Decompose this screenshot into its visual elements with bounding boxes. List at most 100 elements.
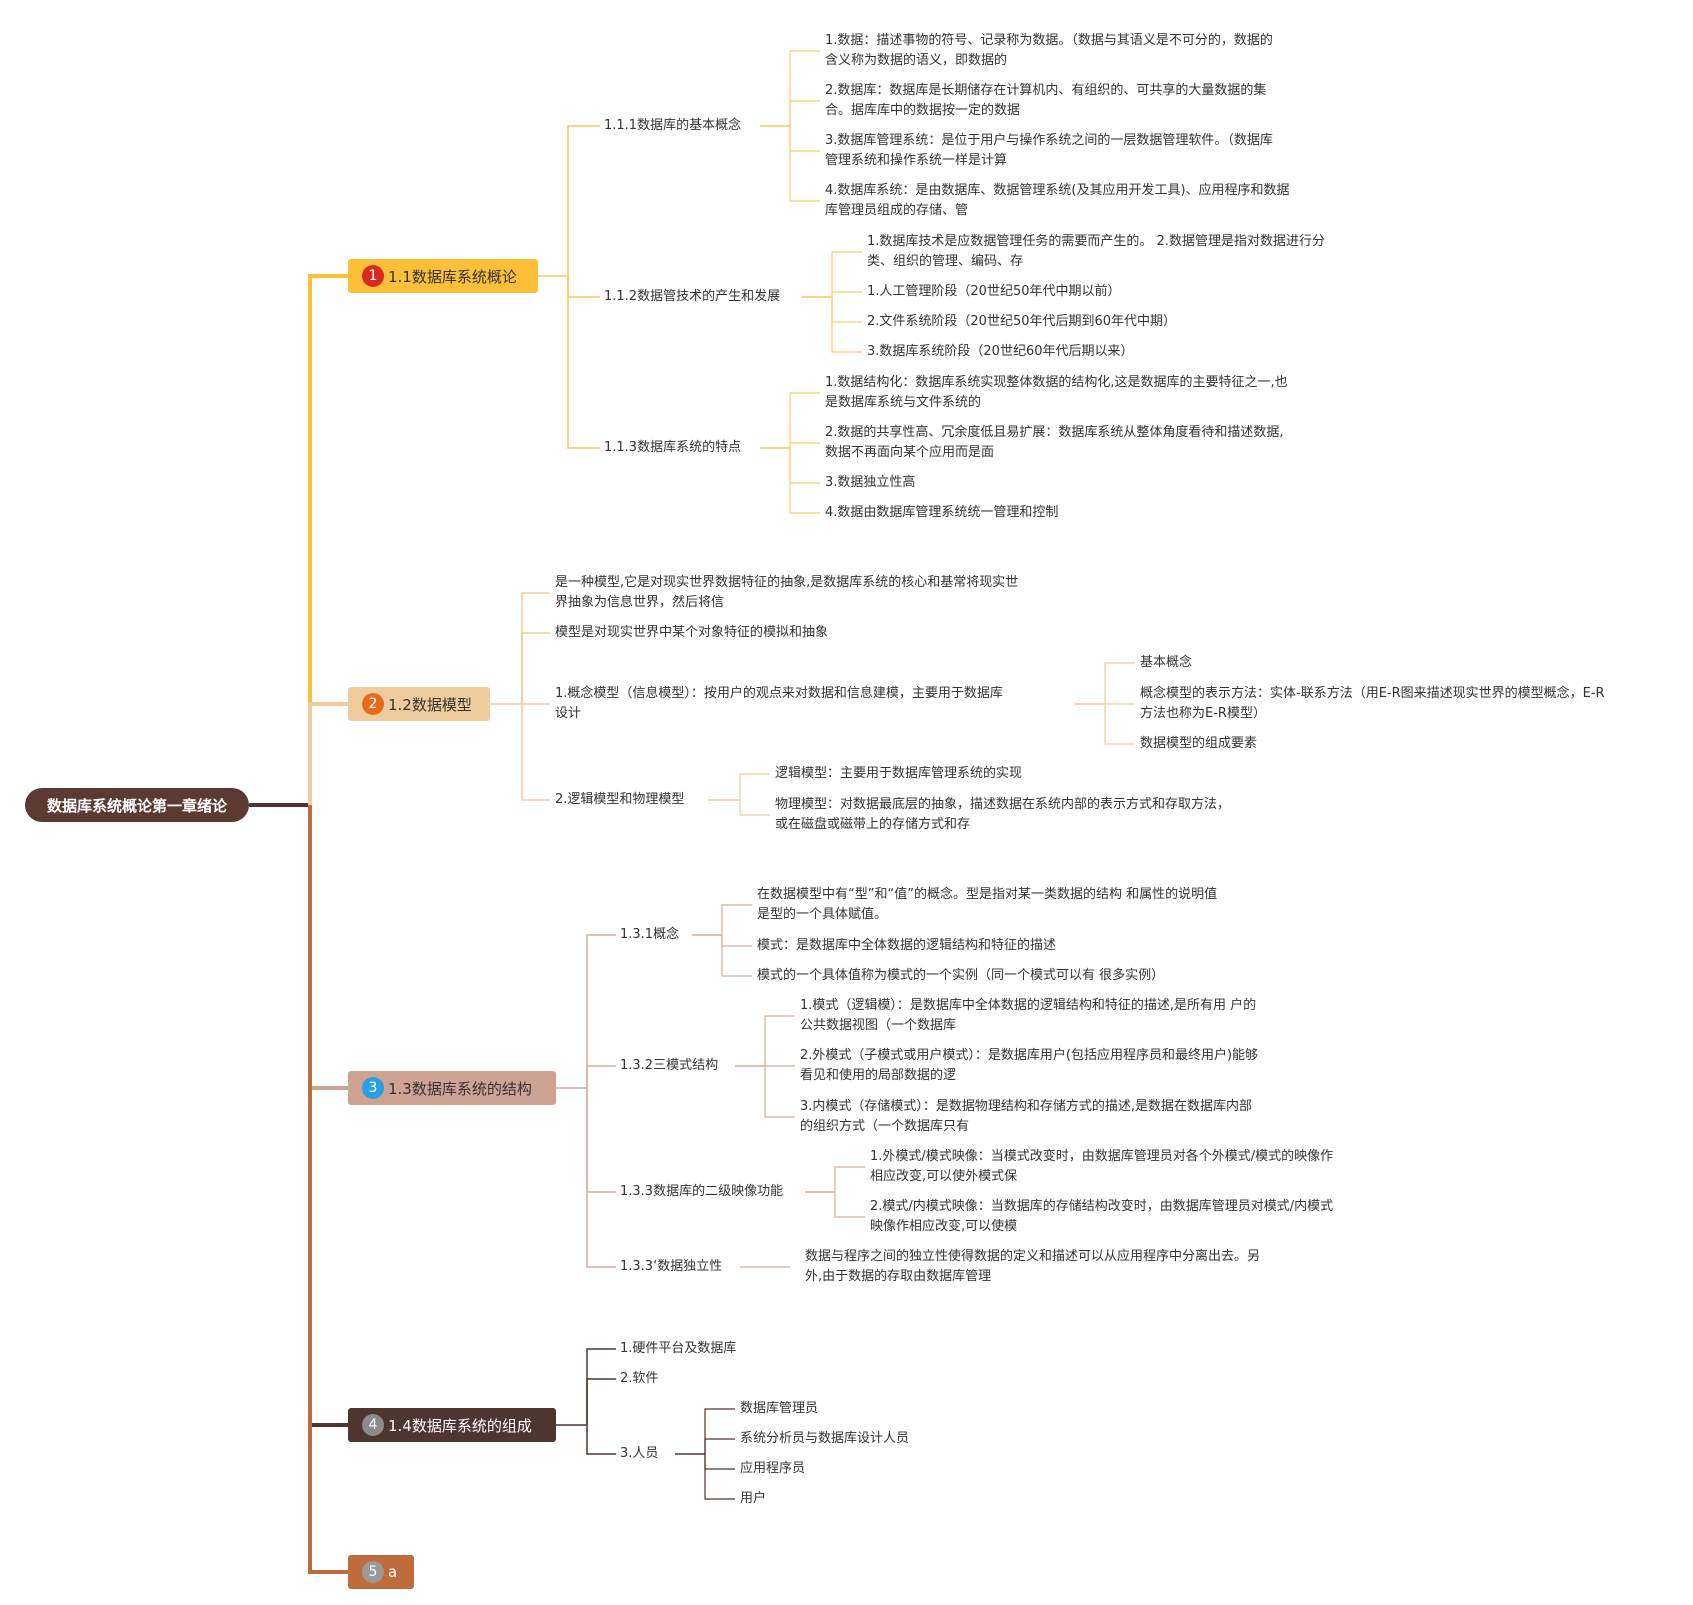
concept-item[interactable]: 4.数据库系统：是由数据库、数据管理系统(及其应用开发工具)、应用程序和数据库管…	[825, 181, 1290, 221]
three-schema-item-line: 2.外模式（子模式或用户模式）：是数据库用户(包括应用程序员和最终用户)能够	[800, 1048, 1259, 1063]
three-schema-item-line: 看见和使用的局部数据的逻	[800, 1068, 957, 1083]
concept-item-line: 4.数据库系统：是由数据库、数据管理系统(及其应用开发工具)、应用程序和数据	[825, 183, 1290, 198]
personnel-role[interactable]: 用户	[740, 1489, 766, 1509]
schema-concept-item[interactable]: 模式的一个具体值称为模式的一个实例（同一个模式可以有 很多实例）	[757, 966, 1164, 986]
personnel-role[interactable]: 应用程序员	[740, 1459, 805, 1479]
concept-item-line: 管理系统和操作系统一样是计算	[825, 153, 1008, 168]
connector	[586, 1088, 616, 1193]
conceptual-item[interactable]: 基本概念	[1140, 653, 1192, 673]
subtopic-1-3-3[interactable]: 1.3.3数据库的二级映像功能	[620, 1184, 784, 1199]
number-badge-icon: 2	[362, 693, 384, 715]
subtopic-1-1-1[interactable]: 1.1.1数据库的基本概念	[604, 118, 742, 133]
conceptual-model[interactable]: 1.概念模型（信息模型）：按用户的观点来对数据和信息建模，主要用于数据库设计	[555, 684, 1003, 724]
personnel-role[interactable]: 系统分析员与数据库设计人员	[740, 1429, 909, 1449]
connector	[764, 1015, 795, 1066]
connector	[308, 702, 348, 805]
connector	[567, 276, 600, 298]
mapping-item-line: 1.外模式/模式映像：当模式改变时，由数据库管理员对各个外模式/模式的映像作	[870, 1149, 1334, 1164]
mapping-item[interactable]: 2.模式/内模式映像：当数据库的存储结构改变时，由数据库管理员对模式/内模式映像…	[870, 1197, 1333, 1237]
schema-concept-item[interactable]: 模式：是数据库中全体数据的逻辑结构和特征的描述	[757, 936, 1056, 956]
conceptual-model-line: 设计	[555, 706, 582, 721]
branch-label: 1.1数据库系统概论	[388, 267, 517, 286]
connector	[586, 1065, 616, 1088]
connector	[789, 442, 820, 448]
connector	[764, 1066, 795, 1118]
personnel-role[interactable]: 数据库管理员	[740, 1399, 818, 1419]
connector	[721, 935, 752, 947]
root-label: 数据库系统概论第一章绪论	[46, 796, 227, 815]
logical-physical-model[interactable]: 2.逻辑模型和物理模型	[555, 792, 685, 807]
number-badge-icon: 3	[362, 1077, 384, 1099]
history-item[interactable]: 2.文件系统阶段（20世纪50年代后期到60年代中期）	[867, 312, 1176, 332]
subtopic-1-1-3[interactable]: 1.1.3数据库系统的特点	[604, 440, 742, 455]
history-item-line: 类、组织的管理、编码、存	[867, 254, 1024, 269]
mapping-item[interactable]: 1.外模式/模式映像：当模式改变时，由数据库管理员对各个外模式/模式的映像作相应…	[870, 1147, 1333, 1187]
subtopic-1-3-3-independence[interactable]: 1.3.3‘数据独立性	[620, 1259, 723, 1274]
model-definition[interactable]: 是一种模型,它是对现实世界数据特征的抽象,是数据库系统的核心和基常将现实世界抽象…	[555, 573, 1018, 613]
model-definition-line: 界抽象为信息世界，然后将信	[555, 595, 725, 610]
connector	[789, 50, 820, 126]
history-item[interactable]: 1.数据库技术是应数据管理任务的需要而产生的。 2.数据管理是指对数据进行分类、…	[867, 232, 1325, 272]
connector	[789, 100, 820, 126]
branch-label: 1.2数据模型	[388, 695, 472, 714]
concept-item[interactable]: 1.数据：描述事物的符号、记录称为数据。（数据与其语义是不可分的，数据的含义称为…	[825, 31, 1273, 71]
history-item[interactable]: 1.人工管理阶段（20世纪50年代中期以前）	[867, 282, 1121, 302]
conceptual-item[interactable]: 数据模型的组成要素	[1140, 734, 1257, 754]
personnel-role-line: 系统分析员与数据库设计人员	[740, 1431, 910, 1446]
history-item-line: 3.数据库系统阶段（20世纪60年代后期以来）	[867, 344, 1134, 359]
root-node[interactable]: 数据库系统概论第一章绪论	[25, 788, 249, 822]
model-item[interactable]: 物理模型：对数据最底层的抽象，描述数据在系统内部的表示方式和存取方法，或在磁盘或…	[775, 795, 1230, 835]
mapping-item-line: 相应改变,可以使外模式保	[870, 1169, 1018, 1184]
conceptual-item-line: 数据模型的组成要素	[1140, 736, 1258, 751]
hardware-item[interactable]: 1.硬件平台及数据库	[620, 1341, 737, 1356]
software-item[interactable]: 2.软件	[620, 1371, 659, 1386]
model-item[interactable]: 逻辑模型：主要用于数据库管理系统的实现	[775, 764, 1022, 784]
model-item-line: 逻辑模型：主要用于数据库管理系统的实现	[775, 766, 1023, 781]
subtopic-1-3-1[interactable]: 1.3.1概念	[620, 927, 680, 942]
branch-label: a	[388, 1563, 398, 1581]
connector	[586, 1425, 616, 1455]
feature-item[interactable]: 2.数据的共享性高、冗余度低且易扩展：数据库系统从整体角度看待和描述数据,数据不…	[825, 423, 1284, 463]
connector	[567, 276, 600, 449]
connector	[831, 297, 862, 323]
concept-item[interactable]: 2.数据库：数据库是长期储存在计算机内、有组织的、可共享的大量数据的集合。据库库…	[825, 81, 1266, 121]
conceptual-item-line: 基本概念	[1140, 655, 1193, 670]
concept-item-line: 1.数据：描述事物的符号、记录称为数据。（数据与其语义是不可分的，数据的	[825, 33, 1273, 48]
connector	[567, 125, 600, 276]
history-item[interactable]: 3.数据库系统阶段（20世纪60年代后期以来）	[867, 342, 1134, 362]
connector	[521, 592, 550, 704]
personnel-item[interactable]: 3.人员	[620, 1446, 659, 1461]
subtopic-1-3-2[interactable]: 1.3.2三模式结构	[620, 1058, 719, 1073]
history-item-line: 1.人工管理阶段（20世纪50年代中期以前）	[867, 284, 1121, 299]
connector	[721, 935, 752, 977]
schema-concept-item[interactable]: 在数据模型中有“型”和“值”的概念。型是指对某一类数据的结构 和属性的说明值是型…	[757, 885, 1217, 925]
concept-item[interactable]: 3.数据库管理系统：是位于用户与操作系统之间的一层数据管理软件。（数据库管理系统…	[825, 131, 1273, 171]
feature-item-line: 4.数据由数据库管理系统统一管理和控制	[825, 505, 1059, 520]
feature-item-line: 1.数据结构化：数据库系统实现整体数据的结构化,这是数据库的主要特征之一,也	[825, 375, 1288, 390]
connector	[704, 1454, 735, 1500]
model-item-line: 或在磁盘或磁带上的存储方式和存	[775, 817, 971, 832]
personnel-role-line: 数据库管理员	[740, 1401, 819, 1416]
three-schema-item[interactable]: 3.内模式（存储模式）：是数据物理结构和存储方式的描述,是数据在数据库内部的组织…	[800, 1097, 1252, 1137]
model-simulation[interactable]: 模型是对现实世界中某个对象特征的模拟和抽象	[555, 623, 828, 643]
branch-label: 1.3数据库系统的结构	[388, 1079, 532, 1098]
feature-item[interactable]: 1.数据结构化：数据库系统实现整体数据的结构化,这是数据库的主要特征之一,也是数…	[825, 373, 1288, 413]
three-schema-item[interactable]: 1.模式（逻辑模）：是数据库中全体数据的逻辑结构和特征的描述,是所有用 户的公共…	[800, 996, 1256, 1036]
feature-item[interactable]: 3.数据独立性高	[825, 473, 915, 493]
three-schema-item[interactable]: 2.外模式（子模式或用户模式）：是数据库用户(包括应用程序员和最终用户)能够看见…	[800, 1046, 1258, 1086]
independence-item[interactable]: 数据与程序之间的独立性使得数据的定义和描述可以从应用程序中分离出去。另外,由于数…	[805, 1247, 1260, 1287]
connector	[704, 1408, 735, 1454]
connector	[586, 1088, 616, 1268]
subtopic-1-1-2[interactable]: 1.1.2数据管技术的产生和发展	[604, 289, 781, 304]
independence-item-line: 外,由于数据的存取由数据库管理	[805, 1269, 992, 1284]
schema-concept-item-line: 模式的一个具体值称为模式的一个实例（同一个模式可以有 很多实例）	[757, 968, 1165, 983]
conceptual-model-line: 1.概念模型（信息模型）：按用户的观点来对数据和信息建模，主要用于数据库	[555, 686, 1003, 701]
feature-item[interactable]: 4.数据由数据库管理系统统一管理和控制	[825, 503, 1058, 523]
connector	[789, 126, 820, 202]
